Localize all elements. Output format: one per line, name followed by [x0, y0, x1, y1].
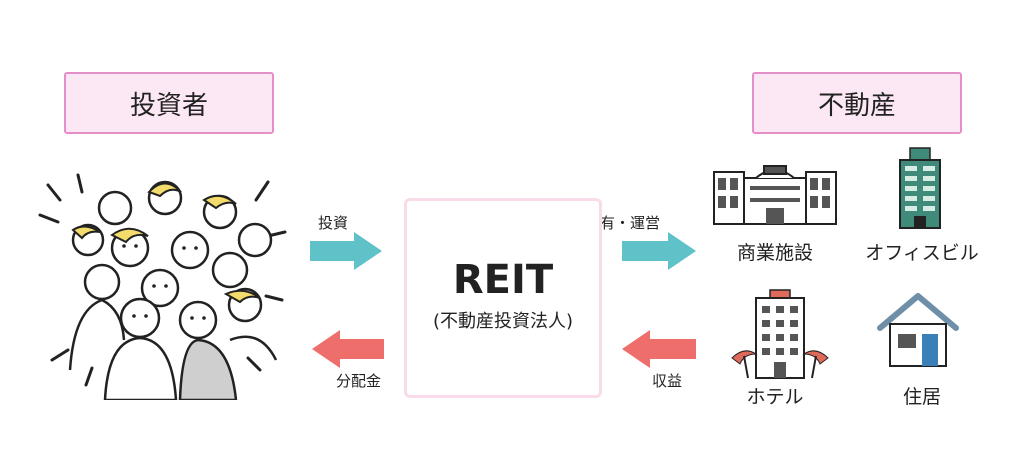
investor-label-box: 投資者: [64, 72, 274, 134]
distribution-arrow: [312, 330, 384, 368]
invest-label: 投資: [318, 214, 349, 232]
income-label: 収益: [652, 372, 683, 390]
own-operate-label: 保有・運営: [585, 214, 661, 232]
distribution-label: 分配金: [336, 372, 382, 390]
house-icon: [877, 293, 959, 367]
invest-arrow: [310, 232, 382, 270]
income-arrow: [622, 330, 696, 368]
investor-crowd-illustration: [38, 173, 287, 400]
reit-box: REIT (不動産投資法人): [404, 198, 602, 398]
commercial-facility-label: 商業施設: [736, 242, 813, 264]
real-estate-label: 不動産: [817, 90, 896, 121]
reit-subtitle: (不動産投資法人): [432, 311, 574, 332]
hotel-label: ホテル: [746, 386, 804, 408]
hotel-icon: [731, 289, 829, 379]
reit-title: REIT: [452, 257, 554, 303]
investor-label: 投資者: [129, 90, 208, 121]
real-estate-label-box: 不動産: [752, 72, 962, 134]
commercial-facility-icon: [713, 165, 837, 225]
office-building-label: オフィスビル: [865, 242, 979, 264]
own-operate-arrow: [622, 232, 696, 270]
office-building-icon: [899, 147, 941, 229]
residence-label: 住居: [902, 386, 941, 408]
